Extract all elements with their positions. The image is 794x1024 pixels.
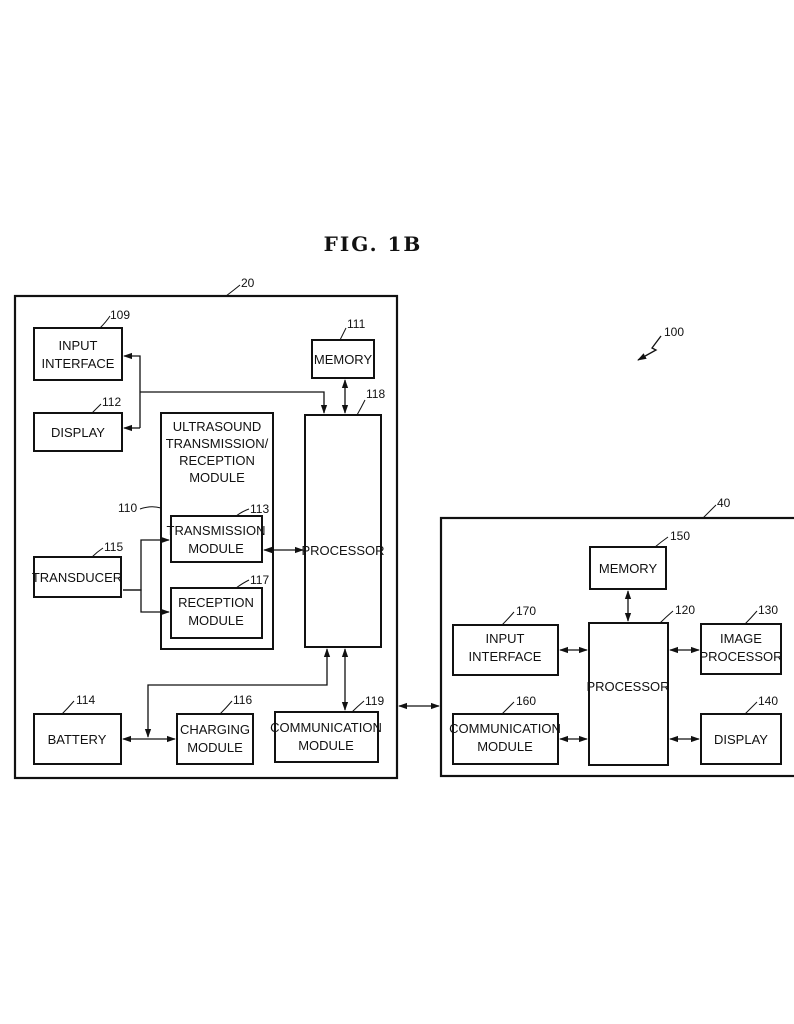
device-40-connections	[559, 590, 700, 743]
transmission-label-2: MODULE	[188, 541, 244, 556]
image-processor-box: IMAGE PROCESSOR 130	[699, 603, 783, 675]
device-20-frame	[13, 294, 399, 780]
ref-111: 111	[347, 317, 366, 331]
ref-115-lead	[91, 547, 104, 558]
display-40-box: DISPLAY 140	[700, 694, 782, 765]
ref-170-lead	[501, 611, 515, 626]
ref-119-lead	[351, 700, 365, 713]
figure-ref: 100	[637, 325, 684, 361]
ref-116-lead	[219, 700, 233, 715]
ref-119: 119	[365, 694, 384, 708]
ref-20: 20	[241, 276, 255, 290]
charging-label-2: MODULE	[187, 740, 243, 755]
ref-117-lead	[235, 579, 250, 589]
communication-module-box: COMMUNICATION MODULE 119	[270, 694, 384, 763]
ref-160-lead	[501, 701, 515, 715]
ref-109-lead	[99, 315, 111, 329]
communication-40-label-1: COMMUNICATION	[449, 721, 561, 736]
input-interface-40-label-2: INTERFACE	[469, 649, 542, 664]
ref-20-lead	[225, 284, 241, 297]
reception-label-1: RECEPTION	[178, 595, 254, 610]
input-interface-label-2: INTERFACE	[42, 356, 115, 371]
conn-to-input-interface	[123, 352, 141, 428]
ref-130-lead	[744, 610, 758, 625]
communication-label-2: MODULE	[298, 738, 354, 753]
ref-160: 160	[516, 694, 536, 708]
ref-117: 117	[250, 573, 269, 587]
input-interface-box: INPUT INTERFACE 109	[33, 308, 130, 381]
ref-140-lead	[744, 701, 758, 715]
ref-120: 120	[675, 603, 695, 617]
processor-label: PROCESSOR	[301, 543, 384, 558]
charging-module-box: CHARGING MODULE 116	[176, 693, 254, 765]
memory-40-label: MEMORY	[599, 561, 658, 576]
ref-113-lead	[235, 508, 250, 517]
image-processor-label-2: PROCESSOR	[699, 649, 782, 664]
conn-processor-bus	[140, 391, 328, 414]
us-module-label-2: TRANSMISSION/	[166, 436, 269, 451]
ref-150: 150	[670, 529, 690, 543]
communication-label-1: COMMUNICATION	[270, 720, 382, 735]
battery-box: BATTERY 114	[33, 693, 122, 765]
display-label: DISPLAY	[51, 425, 105, 440]
input-interface-40-box: INPUT INTERFACE 170	[452, 604, 559, 676]
display-40-label: DISPLAY	[714, 732, 768, 747]
ref-120-lead	[659, 610, 674, 624]
ref-40-lead	[702, 504, 717, 519]
ref-130: 130	[758, 603, 778, 617]
ref-118-lead	[356, 399, 366, 416]
conn-transducer-reception	[123, 589, 170, 616]
us-module-label-4: MODULE	[189, 470, 245, 485]
transmission-label-1: TRANSMISSION	[167, 523, 266, 538]
ref-150-lead	[654, 536, 669, 548]
conn-processor-battery	[144, 648, 331, 738]
ref-116: 116	[233, 693, 252, 707]
reception-module-box: RECEPTION MODULE 117	[170, 573, 269, 639]
input-interface-40-label-1: INPUT	[486, 631, 525, 646]
reception-label-2: MODULE	[188, 613, 244, 628]
ref-40: 40	[717, 496, 731, 510]
transducer-label: TRANSDUCER	[32, 570, 122, 585]
device-20-connections	[122, 352, 349, 743]
processor-40-box: PROCESSOR 120	[586, 603, 695, 766]
ref-114-lead	[61, 700, 75, 715]
ref-100-arrow	[637, 335, 662, 361]
communication-40-box: COMMUNICATION MODULE 160	[449, 694, 561, 765]
ref-115: 115	[104, 540, 123, 554]
memory-label: MEMORY	[314, 352, 373, 367]
display-box: DISPLAY 112	[33, 395, 123, 452]
transmission-module-box: TRANSMISSION MODULE 113	[167, 502, 269, 563]
processor-40-label: PROCESSOR	[586, 679, 669, 694]
input-interface-label-1: INPUT	[59, 338, 98, 353]
us-module-label-1: ULTRASOUND	[173, 419, 262, 434]
memory-40-box: MEMORY 150	[589, 529, 690, 590]
device-40-frame	[439, 516, 794, 778]
communication-40-label-2: MODULE	[477, 739, 533, 754]
battery-label: BATTERY	[48, 732, 107, 747]
us-module-label-3: RECEPTION	[179, 453, 255, 468]
figure-title: FIG. 1B	[323, 232, 423, 256]
ref-100: 100	[664, 325, 684, 339]
ref-118: 118	[366, 387, 385, 401]
ref-170: 170	[516, 604, 536, 618]
ref-113: 113	[250, 502, 269, 516]
ref-109: 109	[110, 308, 130, 322]
ref-114: 114	[76, 693, 95, 707]
processor-box: PROCESSOR 118	[301, 387, 385, 648]
image-processor-label-1: IMAGE	[720, 631, 762, 646]
ref-111-lead	[339, 327, 347, 341]
ref-110: 110	[118, 501, 137, 515]
charging-label-1: CHARGING	[180, 722, 250, 737]
ref-112-lead	[91, 403, 102, 414]
ref-110-lead	[139, 506, 162, 510]
ref-112: 112	[102, 395, 121, 409]
memory-box: MEMORY 111	[311, 317, 375, 379]
transducer-box: TRANSDUCER 115	[32, 540, 123, 598]
ref-140: 140	[758, 694, 778, 708]
